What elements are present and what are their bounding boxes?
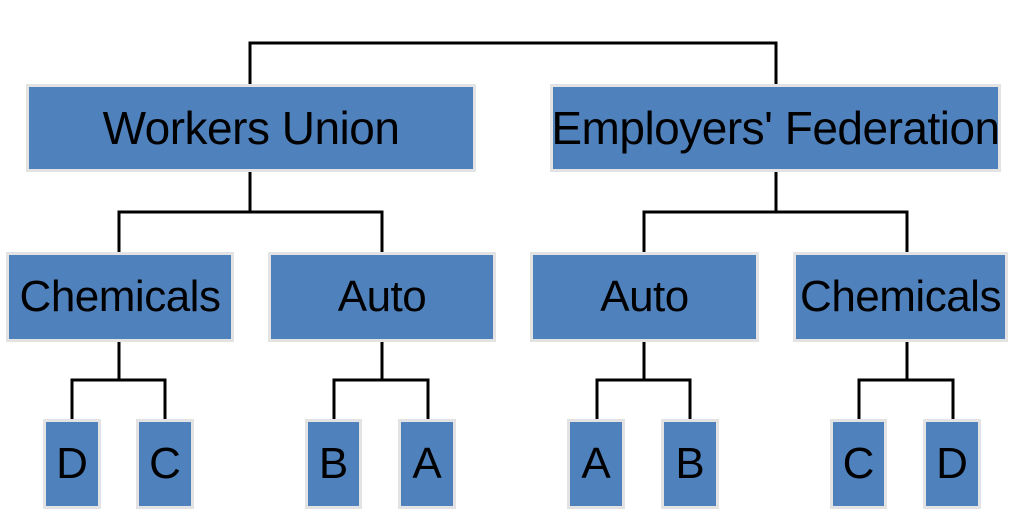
firm-box-workers-auto-a: A — [398, 419, 456, 509]
firm-box-employers-chemicals-c: C — [830, 419, 887, 509]
sector-box-employers-auto: Auto — [530, 252, 759, 342]
sector-box-employers-chemicals: Chemicals — [793, 252, 1008, 342]
firm-box-employers-auto-b: B — [661, 419, 719, 509]
firm-box-workers-chemicals-c: C — [136, 419, 194, 509]
firm-box-workers-auto-b: B — [305, 419, 362, 509]
firm-box-employers-auto-a: A — [567, 419, 625, 509]
sector-box-workers-chemicals: Chemicals — [6, 252, 234, 342]
group-box-employers-federation: Employers' Federation — [550, 84, 1001, 172]
group-box-workers-union: Workers Union — [26, 84, 476, 172]
firm-box-employers-chemicals-d: D — [923, 419, 981, 509]
sector-box-workers-auto: Auto — [268, 252, 496, 342]
firm-box-workers-chemicals-d: D — [43, 419, 101, 509]
